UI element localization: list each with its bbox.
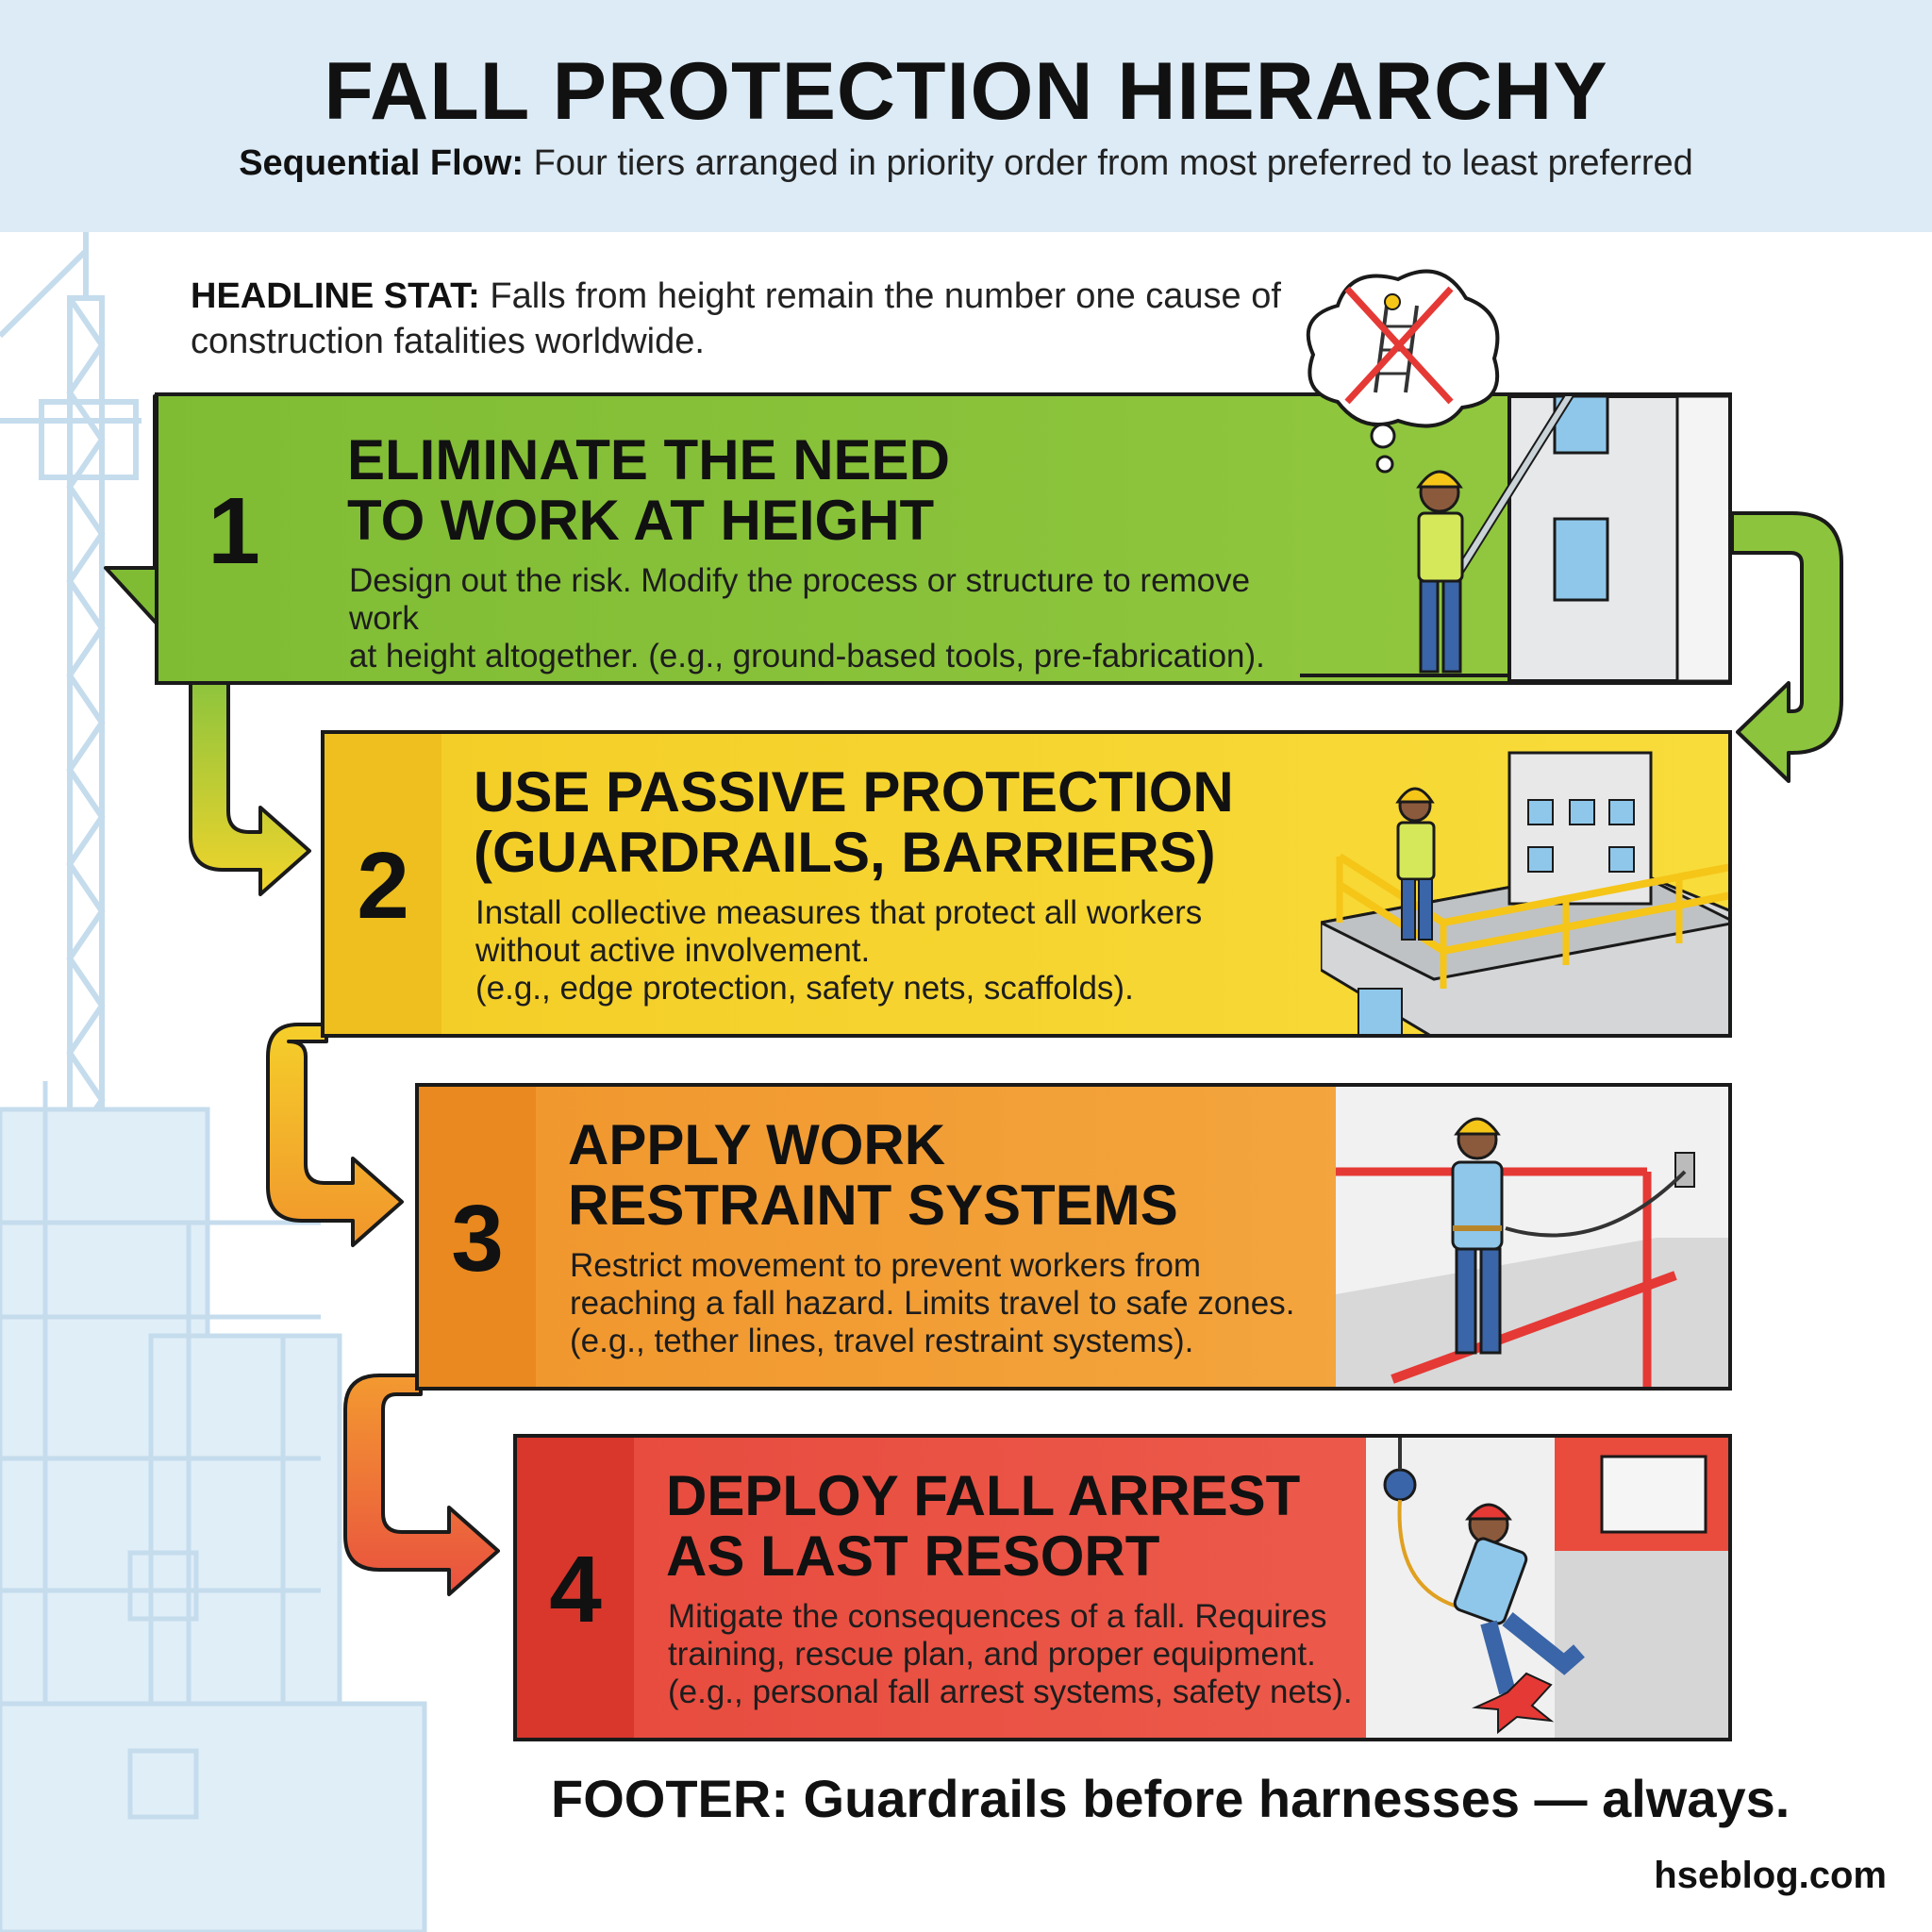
tier-2-number: 2 bbox=[357, 833, 409, 939]
tier-3-number: 3 bbox=[451, 1186, 504, 1291]
connector-arrow-2-to-3 bbox=[266, 1023, 404, 1247]
tier-4-heading: DEPLOY FALL ARREST AS LAST RESORT bbox=[666, 1464, 1301, 1588]
tier-3-number-band bbox=[419, 1087, 536, 1387]
tier-1-illustration-ground-tool-worker bbox=[1300, 396, 1728, 681]
header-band: FALL PROTECTION HIERARCHY Sequential Flo… bbox=[0, 0, 1932, 232]
headline-stat-text: Falls from height remain the number one … bbox=[191, 276, 1281, 361]
connector-arrow-3-to-4 bbox=[343, 1374, 500, 1596]
crossed-out-ladder-icon bbox=[1306, 269, 1500, 474]
page-title: FALL PROTECTION HIERARCHY bbox=[324, 46, 1608, 137]
return-arrow-right bbox=[1730, 511, 1843, 783]
tier-4-panel: 4 DEPLOY FALL ARREST AS LAST RESORT Miti… bbox=[513, 1434, 1732, 1741]
headline-stat-label: HEADLINE STAT: bbox=[191, 276, 480, 316]
background-building-3 bbox=[0, 1701, 427, 1932]
tier-1-heading: ELIMINATE THE NEED TO WORK AT HEIGHT bbox=[347, 428, 950, 552]
tier-1-panel: 1 ELIMINATE THE NEED TO WORK AT HEIGHT D… bbox=[155, 392, 1732, 685]
page-subtitle: Sequential Flow: Four tiers arranged in … bbox=[0, 143, 1932, 184]
tier-3-heading: APPLY WORK RESTRAINT SYSTEMS bbox=[568, 1113, 1178, 1237]
subtitle-label: Sequential Flow: bbox=[239, 143, 525, 183]
tier-4-description: Mitigate the consequences of a fall. Req… bbox=[668, 1598, 1353, 1710]
tier-1-description: Design out the risk. Modify the process … bbox=[349, 562, 1265, 675]
headline-stat: HEADLINE STAT: Falls from height remain … bbox=[191, 274, 1285, 364]
subtitle-text: Four tiers arranged in priority order fr… bbox=[533, 143, 1693, 183]
tier-3-description: Restrict movement to prevent workers fro… bbox=[570, 1247, 1295, 1359]
connector-arrow-1-to-2 bbox=[189, 677, 311, 896]
construction-background-illustration bbox=[0, 232, 427, 1932]
tier-2-description: Install collective measures that protect… bbox=[475, 894, 1203, 1007]
tier-3-illustration-restraint-worker bbox=[1336, 1087, 1728, 1387]
tier-2-heading: USE PASSIVE PROTECTION (GUARDRAILS, BARR… bbox=[474, 760, 1234, 884]
tier-4-number-band bbox=[517, 1438, 634, 1738]
tier-2-illustration-guardrail-rooftop bbox=[1321, 751, 1728, 1034]
tier-2-panel: 2 USE PASSIVE PROTECTION (GUARDRAILS, BA… bbox=[321, 730, 1732, 1038]
tier-2-number-band bbox=[325, 734, 441, 1034]
crane-cab bbox=[39, 399, 139, 480]
tier-3-panel: 3 APPLY WORK RESTRAINT SYSTEMS Restrict … bbox=[415, 1083, 1732, 1391]
source-credit: hseblog.com bbox=[1654, 1855, 1887, 1896]
footer-message: FOOTER: Guardrails before harnesses — al… bbox=[551, 1769, 1790, 1828]
tier-4-illustration-fall-arrest-worker bbox=[1366, 1438, 1728, 1738]
tier-1-number: 1 bbox=[208, 478, 260, 584]
tier-4-number: 4 bbox=[549, 1537, 602, 1642]
